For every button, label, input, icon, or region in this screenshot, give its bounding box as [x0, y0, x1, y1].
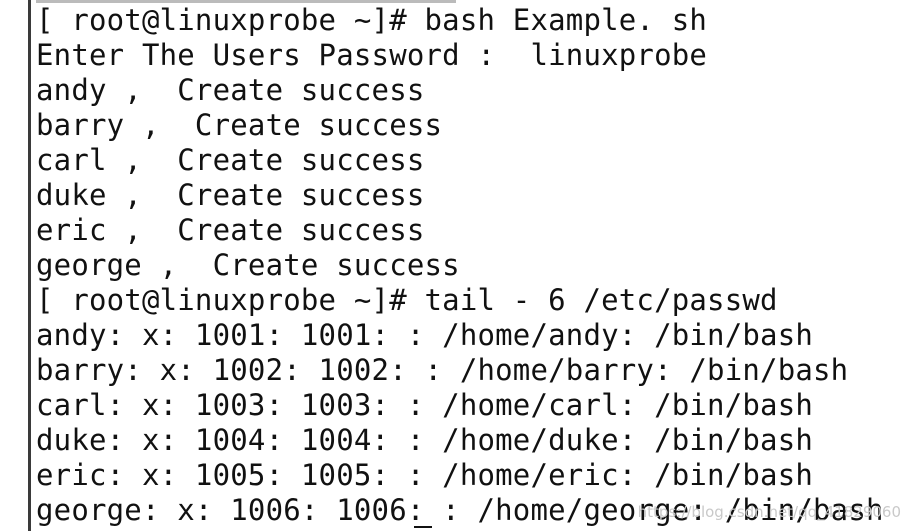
terminal-line-passwd-entry: eric: x: 1005: 1005: : /home/eric: /bin/… [36, 458, 814, 492]
terminal-line-output: carl , Create success [36, 143, 425, 177]
terminal-line-output: george , Create success [36, 248, 460, 282]
terminal-line-passwd-entry: andy: x: 1001: 1001: : /home/andy: /bin/… [36, 318, 814, 352]
previous-line-remnant [36, 0, 456, 3]
watermark-text: https://blog.csdn.net/qq_41829060 [637, 503, 901, 521]
terminal-left-border [28, 0, 31, 531]
terminal-line-password-prompt: Enter The Users Password : linuxprobe [36, 38, 708, 72]
terminal-line-output: duke , Create success [36, 178, 425, 212]
terminal-line-passwd-entry: duke: x: 1004: 1004: : /home/duke: /bin/… [36, 423, 814, 457]
terminal-line-output: barry , Create success [36, 108, 443, 142]
terminal-line-output: andy , Create success [36, 73, 425, 107]
terminal-line-passwd-entry: carl: x: 1003: 1003: : /home/carl: /bin/… [36, 388, 814, 422]
terminal-line-command-bash: [ root@linuxprobe ~]# bash Example. sh [36, 3, 708, 37]
terminal-line-command-tail: [ root@linuxprobe ~]# tail - 6 /etc/pass… [36, 283, 778, 317]
terminal-line-output: eric , Create success [36, 213, 425, 247]
terminal-line-passwd-entry: barry: x: 1002: 1002: : /home/barry: /bi… [36, 353, 849, 387]
text-cursor [414, 526, 432, 528]
terminal-line-passwd-entry: george: x: 1006: 1006: : /home/george: /… [36, 493, 884, 527]
